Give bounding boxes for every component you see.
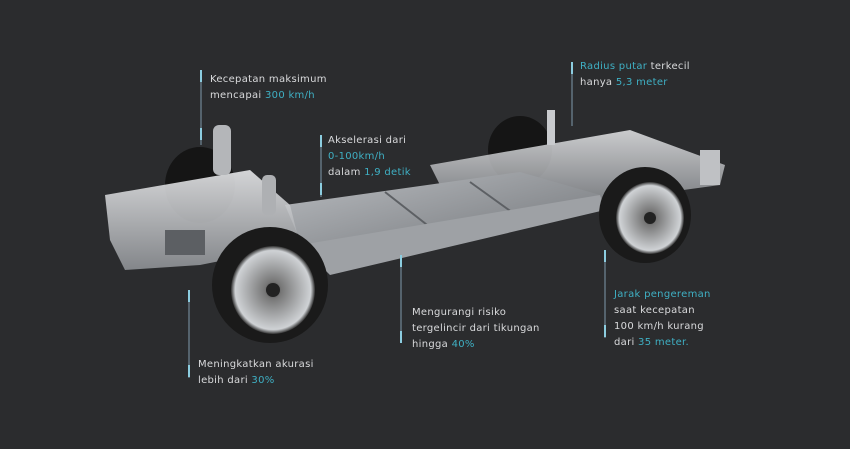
highlight: 30%	[251, 375, 275, 386]
text: Akselerasi dari	[328, 135, 407, 146]
highlight: 0-100km/h	[328, 151, 385, 162]
annotation-skid-risk: Mengurangi risiko tergelincir dari tikun…	[412, 305, 540, 353]
highlight: 300 km/h	[265, 90, 315, 101]
wheel-front-right	[212, 227, 328, 343]
callout-line-turning-radius	[571, 62, 573, 126]
text: dari	[614, 337, 639, 348]
annotation-acceleration: Akselerasi dari 0-100km/h dalam 1,9 deti…	[328, 133, 411, 181]
annotation-top-speed: Kecepatan maksimum mencapai 300 km/h	[210, 72, 327, 104]
text: hingga	[412, 339, 452, 350]
annotation-braking: Jarak pengereman saat kecepatan 100 km/h…	[614, 287, 711, 351]
highlight: 40%	[451, 339, 475, 350]
text: hanya	[580, 77, 616, 88]
text: tergelincir dari tikungan	[412, 323, 540, 334]
annotation-turning-radius: Radius putar terkecil hanya 5,3 meter	[580, 59, 690, 91]
callout-line-accuracy	[188, 290, 190, 378]
text: lebih dari	[198, 375, 252, 386]
annotation-accuracy: Meningkatkan akurasi lebih dari 30%	[198, 357, 314, 389]
battery-floor	[285, 172, 605, 275]
highlight: 35 meter.	[638, 337, 689, 348]
text: Kecepatan maksimum	[210, 74, 327, 85]
text: Mengurangi risiko	[412, 307, 507, 318]
highlight: Jarak pengereman	[614, 289, 711, 300]
highlight: Radius putar	[580, 61, 648, 72]
callout-line-acceleration	[320, 135, 322, 197]
text: saat kecepatan	[614, 305, 695, 316]
highlight: 5,3 meter	[615, 77, 668, 88]
text: mencapai	[210, 90, 265, 101]
text: dalam	[328, 167, 365, 178]
text: 100 km/h kurang	[614, 321, 704, 332]
text: Meningkatkan akurasi	[198, 359, 314, 370]
callout-line-top-speed	[200, 70, 202, 145]
text: terkecil	[647, 61, 690, 72]
callout-line-skid-risk	[400, 255, 402, 343]
highlight: 1,9 detik	[364, 167, 411, 178]
callout-line-braking	[604, 250, 606, 338]
wheel-rear-right	[599, 167, 691, 263]
